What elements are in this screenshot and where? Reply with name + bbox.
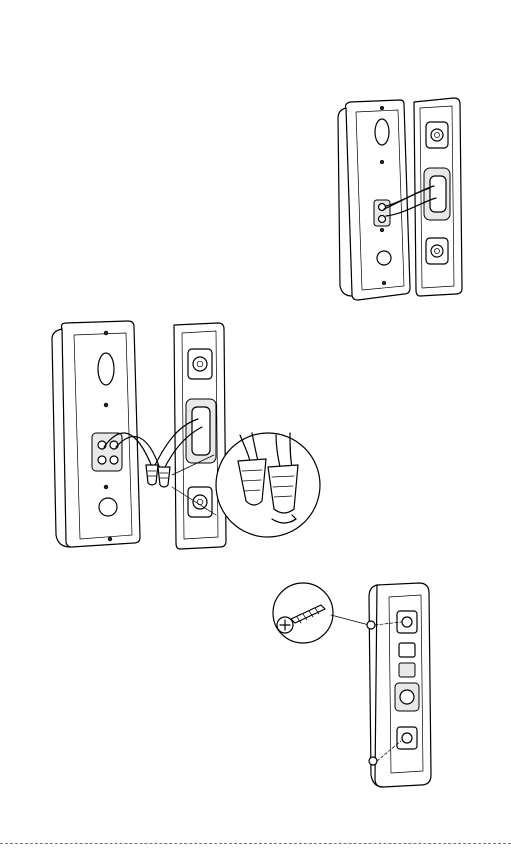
- wire-nut-twist-icon: [40, 315, 330, 555]
- doorbell-open-housing-icon: [330, 90, 470, 305]
- open-housing-figure: [330, 90, 470, 305]
- page-cut-line: [0, 843, 511, 844]
- screw-mount-figure: [265, 575, 455, 795]
- wire-nut-connection-figure: [40, 315, 330, 555]
- mounting-screw-icon: [265, 575, 455, 795]
